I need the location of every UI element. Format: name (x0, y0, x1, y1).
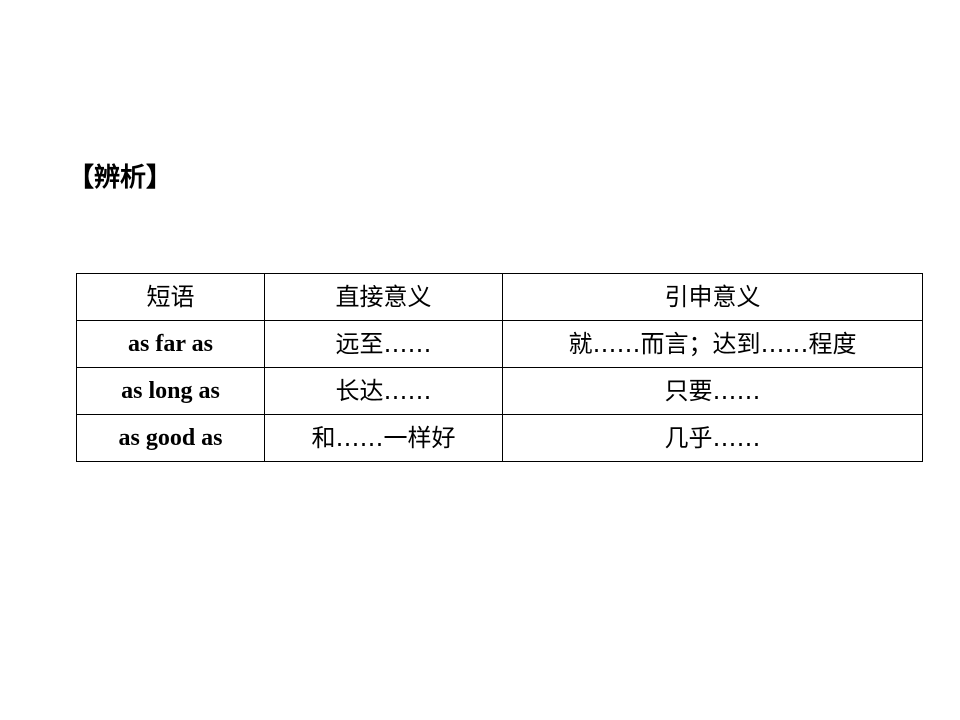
direct-meaning-cell: 和……一样好 (264, 414, 503, 462)
direct-meaning-cell: 远至…… (264, 320, 503, 368)
table-row: as far as 远至…… 就……而言；达到……程度 (76, 320, 923, 368)
table-row: as long as 长达…… 只要…… (76, 367, 923, 415)
extended-meaning-cell: 只要…… (502, 367, 923, 415)
table-row: as good as 和……一样好 几乎…… (76, 414, 923, 462)
extended-meaning-cell: 就……而言；达到……程度 (502, 320, 923, 368)
header-phrase: 短语 (76, 273, 265, 321)
phrase-cell: as far as (76, 320, 265, 368)
phrase-comparison-table: 短语 直接意义 引申意义 as far as 远至…… 就……而言；达到……程度… (76, 273, 923, 462)
header-direct-meaning: 直接意义 (264, 273, 503, 321)
phrase-cell: as long as (76, 367, 265, 415)
extended-meaning-cell: 几乎…… (502, 414, 923, 462)
section-title: 【辨析】 (68, 163, 173, 193)
direct-meaning-cell: 长达…… (264, 367, 503, 415)
phrase-cell: as good as (76, 414, 265, 462)
header-extended-meaning: 引申意义 (502, 273, 923, 321)
table-header-row: 短语 直接意义 引申意义 (76, 273, 923, 321)
